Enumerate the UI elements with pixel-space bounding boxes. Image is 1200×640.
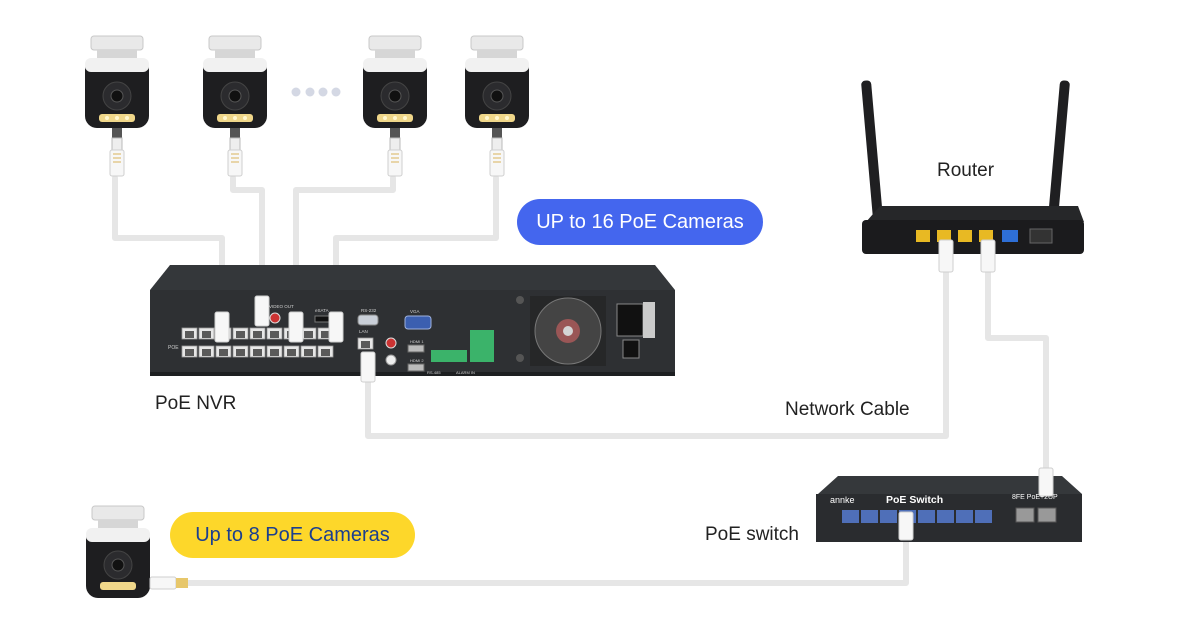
svg-text:VGA: VGA bbox=[410, 309, 420, 314]
svg-text:HDMI 2: HDMI 2 bbox=[410, 358, 424, 363]
network-cable-label: Network Cable bbox=[785, 399, 910, 420]
svg-text:VIDEO OUT: VIDEO OUT bbox=[269, 304, 294, 309]
router-plugs bbox=[938, 239, 996, 273]
switch-plugs bbox=[898, 467, 1054, 541]
svg-text:RS-485: RS-485 bbox=[427, 370, 441, 375]
network-switch-icon: annke PoE Switch 8FE PoE+2UP bbox=[816, 476, 1082, 542]
svg-text:HDMI 1: HDMI 1 bbox=[410, 339, 424, 344]
switch-camera-capacity-badge: Up to 8 PoE Cameras bbox=[170, 512, 415, 558]
svg-text:POE: POE bbox=[168, 345, 179, 351]
nvr-icon: POE VIDEO OUT eSATA RS-232 LAN VGA HDMI … bbox=[150, 265, 675, 376]
router-label: Router bbox=[937, 160, 995, 181]
cable-camera3 bbox=[293, 175, 396, 321]
network-cable-nvr-router bbox=[365, 269, 949, 439]
svg-text:RS-232: RS-232 bbox=[361, 308, 377, 313]
switch-poe-ports bbox=[842, 510, 992, 523]
camera-3 bbox=[362, 35, 428, 177]
ellipsis-icon bbox=[291, 87, 341, 97]
svg-text:annke: annke bbox=[830, 495, 855, 505]
cable-router-switch bbox=[985, 269, 1049, 489]
camera-4 bbox=[464, 35, 530, 177]
svg-text:eSATA: eSATA bbox=[315, 308, 329, 313]
poe-nvr-label: PoE NVR bbox=[155, 393, 237, 414]
router-icon bbox=[861, 80, 1084, 254]
nvr-camera-capacity-badge: UP to 16 PoE Cameras bbox=[517, 199, 763, 245]
svg-text:ALARM IN: ALARM IN bbox=[456, 370, 475, 375]
cables bbox=[112, 175, 1049, 586]
camera-2 bbox=[202, 35, 268, 177]
svg-text:LAN: LAN bbox=[359, 329, 368, 334]
svg-text:PoE Switch: PoE Switch bbox=[886, 494, 943, 506]
cable-camera2 bbox=[230, 175, 265, 321]
svg-text:8FE PoE+2UP: 8FE PoE+2UP bbox=[1012, 494, 1058, 501]
poe-switch-label: PoE switch bbox=[705, 524, 799, 545]
camera-5 bbox=[86, 505, 188, 598]
cable-switch-camera bbox=[173, 525, 909, 586]
nvr-plugs bbox=[214, 295, 376, 383]
camera-1 bbox=[84, 35, 150, 177]
